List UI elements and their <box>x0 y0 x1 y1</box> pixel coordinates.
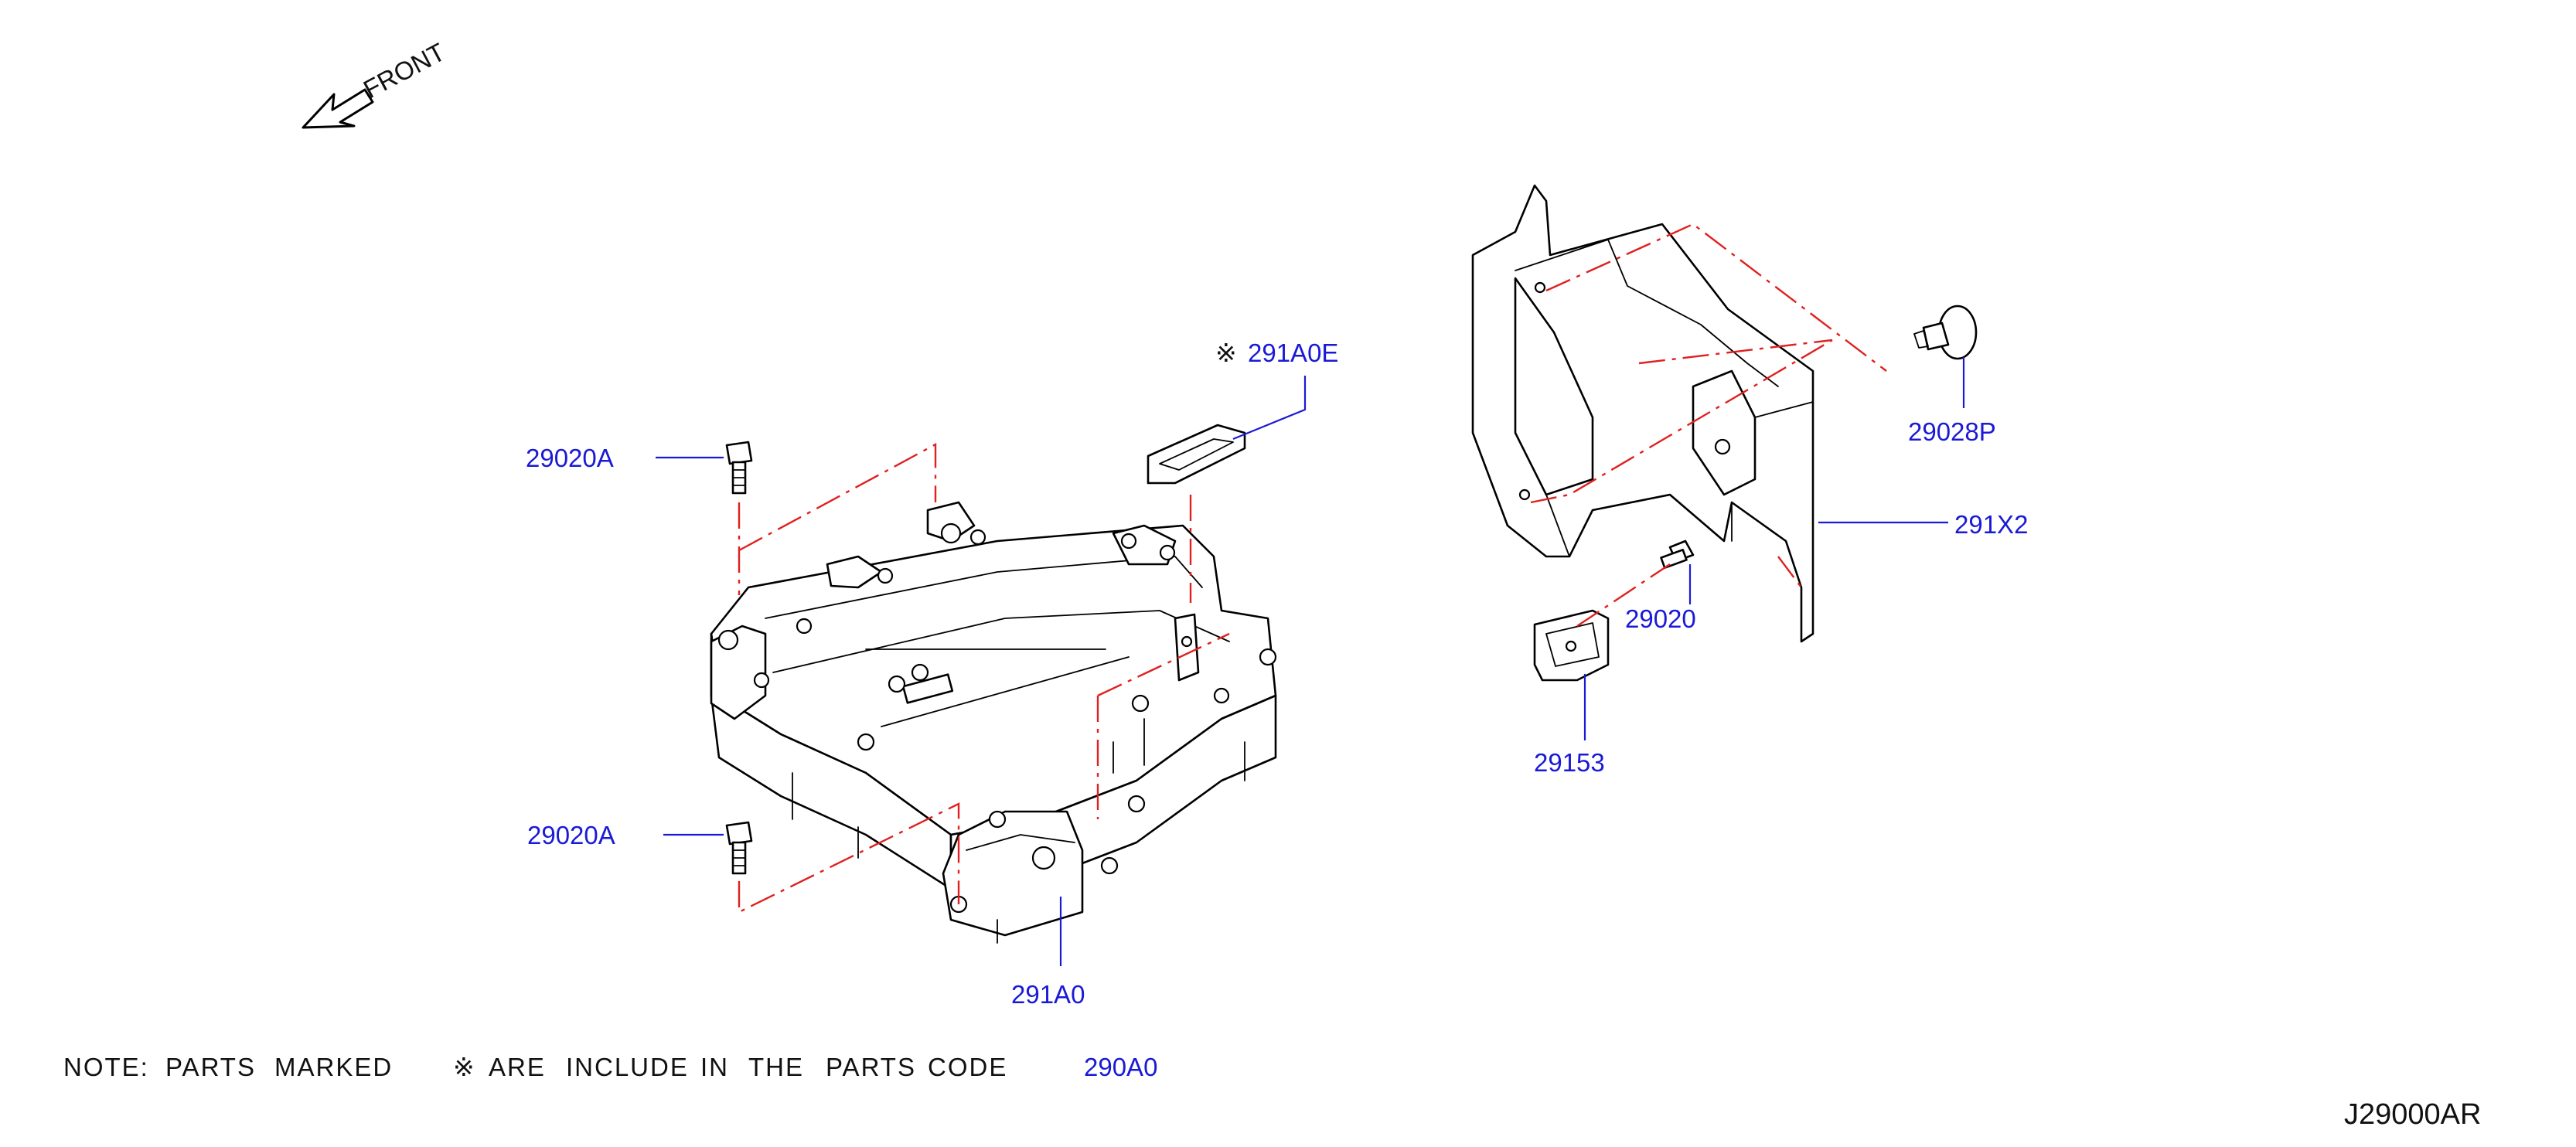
gasket-marker-symbol: ※ <box>1215 339 1237 367</box>
note-word-5: INCLUDE <box>566 1053 689 1081</box>
label-29028p: 29028P <box>1908 417 1996 446</box>
front-indicator: FRONT <box>302 37 450 129</box>
label-291x2: 291X2 <box>1954 510 2028 539</box>
note-word-1: NOTE: <box>63 1053 149 1081</box>
assembly-lines-right <box>1530 223 1887 627</box>
assembly-lines-left <box>738 442 1230 914</box>
label-291a0e: 291A0E <box>1248 339 1338 367</box>
note-word-2: PARTS <box>165 1053 256 1081</box>
label-29020a-upper: 29020A <box>526 444 614 472</box>
note-line: NOTE: PARTS MARKED ※ ARE INCLUDE IN THE … <box>63 1053 1157 1081</box>
note-word-3: MARKED <box>274 1053 393 1081</box>
diagram-id: J29000AR <box>2344 1098 2481 1131</box>
cover-part <box>1471 184 1948 643</box>
label-29153: 29153 <box>1534 748 1605 777</box>
inverter-assembly <box>710 501 1277 966</box>
bolt-lower <box>663 821 753 875</box>
label-29020: 29020 <box>1625 604 1696 633</box>
note-word-7: THE <box>748 1053 804 1081</box>
front-arrow-icon <box>302 88 374 129</box>
label-29020a-lower: 29020A <box>527 821 615 849</box>
note-word-4: ARE <box>489 1053 546 1081</box>
label-291a0: 291A0 <box>1011 980 1085 1009</box>
bracket-part <box>1533 609 1610 740</box>
front-label: FRONT <box>359 37 450 104</box>
bracket-bolt-part <box>1660 539 1695 604</box>
note-word-9: CODE <box>928 1053 1007 1081</box>
note-marker-symbol: ※ <box>453 1053 476 1081</box>
note-word-6: IN <box>700 1053 729 1081</box>
gasket-part <box>1147 376 1307 485</box>
clip-part <box>1913 305 1978 408</box>
bolt-upper <box>656 441 753 495</box>
note-code: 290A0 <box>1084 1053 1157 1081</box>
note-word-8: PARTS <box>826 1053 916 1081</box>
